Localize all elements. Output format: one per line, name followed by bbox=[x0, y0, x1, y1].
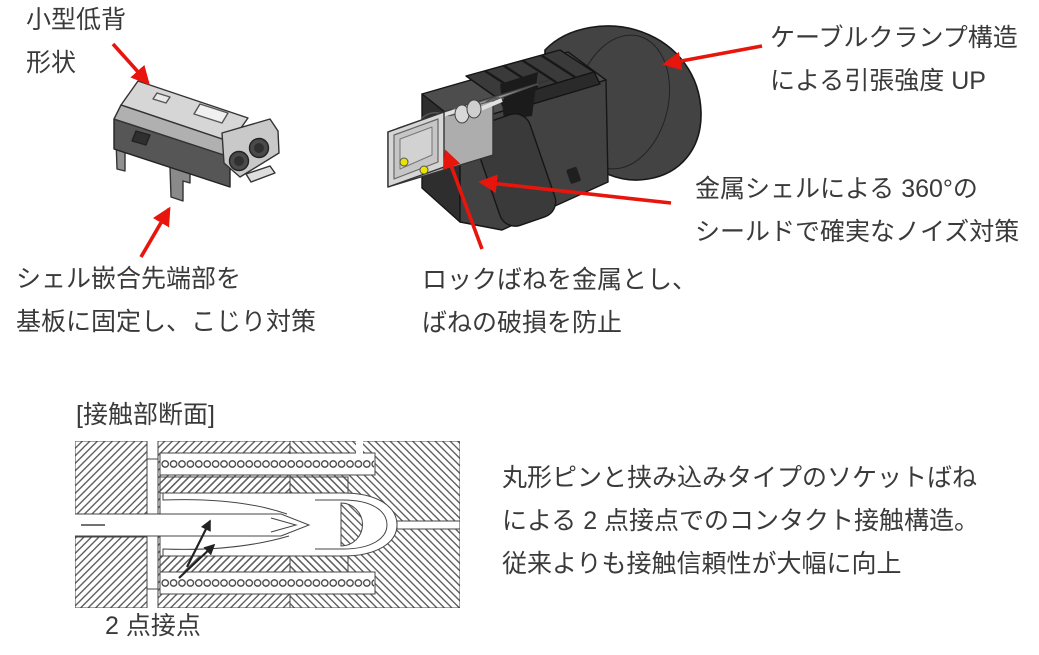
lock-spring-coil-2 bbox=[466, 99, 482, 119]
latch-window-opening bbox=[500, 72, 538, 120]
mating-face-inner bbox=[399, 126, 433, 170]
pin-tip-2 bbox=[419, 165, 429, 175]
callout-cable-clamp: ケーブルクランプ構造 による引張強度 UP bbox=[770, 17, 1018, 103]
sleeve-band-bottom-right bbox=[289, 555, 349, 573]
fold-core bbox=[340, 502, 363, 547]
round-pin bbox=[75, 513, 311, 537]
plug-connector-illustration bbox=[387, 25, 702, 231]
description-line: 従来よりも接触信頼性が大幅に向上 bbox=[502, 550, 902, 578]
housing-latch-hole bbox=[131, 130, 151, 146]
receptacle-connector-illustration bbox=[113, 80, 280, 202]
contact-cavity-1-inner bbox=[234, 156, 244, 166]
socket-spring-fold bbox=[315, 499, 388, 550]
description-line: による 2 点接点でのコンタクト接触構造。 bbox=[502, 507, 980, 535]
latch-hood-ridges bbox=[484, 54, 576, 94]
sleeve-band-bottom-left bbox=[159, 555, 291, 573]
pin-tip-chevron bbox=[270, 517, 298, 533]
contact-cavity-2-inner bbox=[254, 143, 264, 153]
spring-tail bbox=[396, 520, 460, 530]
cross-section-description: 丸形ピンと挟み込みタイプのソケットばね による 2 点接点でのコンタクト接触構造… bbox=[502, 457, 979, 586]
two-point-contact-label: 2 点接点 bbox=[105, 612, 201, 640]
callout-line: ばねの破損を防止 bbox=[422, 309, 623, 337]
shell-notch bbox=[152, 92, 171, 104]
callout-line: ケーブルクランプ構造 bbox=[770, 24, 1018, 52]
receptacle-front-foot bbox=[245, 165, 276, 183]
callout-compact-low-profile: 小型低背 形状 bbox=[26, 0, 126, 85]
callout-line: 金属シェルによる 360°の bbox=[695, 175, 978, 203]
contact-point-arrow-1 bbox=[186, 519, 211, 568]
sleeve-band-top-left bbox=[159, 476, 291, 494]
spring-leaf-bottom bbox=[162, 535, 290, 556]
spring-leaf-top bbox=[162, 493, 288, 515]
pin-tip-1 bbox=[399, 157, 409, 167]
description-line: 丸形ピンと挟み込みタイプのソケットばね bbox=[502, 464, 978, 492]
shell-latch-window bbox=[193, 103, 229, 124]
callout-metal-lock-spring: ロックばねを金属とし、 ばねの破損を防止 bbox=[422, 259, 697, 345]
callout-shell-tip-fixing: シェル嵌合先端部を 基板に固定し、こじり対策 bbox=[16, 258, 316, 344]
callout-line: ロックばねを金属とし、 bbox=[422, 266, 698, 294]
callout-line: 形状 bbox=[26, 49, 77, 77]
callout-line: 小型低背 bbox=[26, 6, 127, 34]
callout-line: による引張強度 UP bbox=[770, 67, 986, 95]
contact-cross-section-diagram bbox=[75, 441, 460, 608]
housing-slit bbox=[356, 441, 363, 454]
housing-block-top-left bbox=[75, 441, 148, 515]
callout-line: シールドで確実なノイズ対策 bbox=[695, 218, 1020, 246]
housing-block-bottom-left bbox=[75, 536, 148, 608]
housing-side-hole bbox=[566, 166, 581, 184]
contact-point-arrow-2 bbox=[178, 543, 216, 579]
sleeve-band-top-right bbox=[289, 476, 349, 494]
callout-line: 基板に固定し、こじり対策 bbox=[16, 308, 317, 336]
coil-spring-top bbox=[161, 454, 374, 474]
callout-metal-shell-shield: 金属シェルによる 360°の シールドで確実なノイズ対策 bbox=[695, 168, 1019, 254]
cross-section-title: [接触部断面] bbox=[76, 401, 215, 429]
coil-spring-bottom bbox=[161, 573, 374, 593]
callout-line: シェル嵌合先端部を bbox=[16, 265, 242, 293]
